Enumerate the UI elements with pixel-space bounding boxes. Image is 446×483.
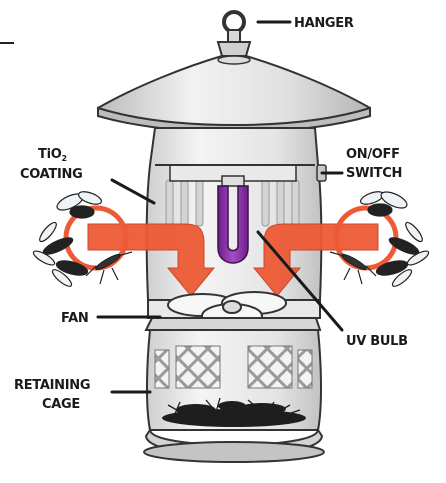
label-hanger: HANGER (294, 16, 354, 31)
label-cage-line2: CAGE (42, 397, 80, 412)
label-tio2-subscript: 2 (61, 154, 66, 163)
label-switch-line1: ON/OFF (346, 147, 400, 162)
label-fan: FAN (61, 311, 88, 326)
label-tio2-main: TiO (38, 147, 62, 162)
label-uv-bulb: UV BULB (346, 334, 408, 349)
hanger (218, 12, 250, 56)
retaining-cage (144, 318, 324, 462)
label-tio2-coating-line1: TiO2 (38, 147, 67, 163)
roof (98, 56, 370, 132)
label-switch-line2: SWITCH (346, 166, 402, 181)
label-tio2-coating-line2: COATING (20, 167, 82, 182)
label-cage-line1: RETAINING (14, 378, 90, 393)
